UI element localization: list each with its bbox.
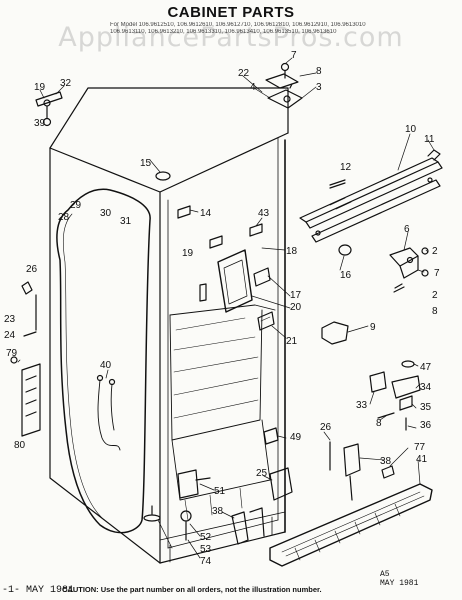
stamp-line-2: MAY 1981 xyxy=(380,579,419,588)
part-label-31: 31 xyxy=(120,216,132,227)
part-label-19: 19 xyxy=(34,82,46,93)
part-label-23: 23 xyxy=(4,314,16,325)
part-label-29: 29 xyxy=(70,200,82,211)
part-label-4: 4 xyxy=(250,82,256,93)
part-label-80: 80 xyxy=(14,440,26,451)
part-label-25: 25 xyxy=(256,468,268,479)
part-label-15: 15 xyxy=(140,158,152,169)
model-line-2: 106.9613110, 106.9613210, 106.9613310, 1… xyxy=(110,29,337,35)
part-label-6: 6 xyxy=(404,224,410,235)
watermark: AppliancePartsPros.com xyxy=(58,22,404,53)
part-label-51: 51 xyxy=(214,486,226,497)
part-label-74: 74 xyxy=(200,556,212,567)
leader-lines xyxy=(17,57,435,559)
stamp-line-1: A5 xyxy=(380,570,390,579)
cover-25 xyxy=(269,467,293,501)
wire-harness-40 xyxy=(97,379,121,451)
part-label-3: 3 xyxy=(316,82,322,93)
part-label-10: 10 xyxy=(405,124,417,135)
part-label-21: 21 xyxy=(286,336,298,347)
part-label-14: 14 xyxy=(200,208,212,219)
part-label-8: 8 xyxy=(376,418,382,429)
part-label-28: 28 xyxy=(58,212,70,223)
part-label-30: 30 xyxy=(100,208,112,219)
part-label-34: 34 xyxy=(420,382,432,393)
part-label-52: 52 xyxy=(200,532,212,543)
leveler-parts xyxy=(143,469,265,545)
part-label-8: 8 xyxy=(432,306,438,317)
model-line-1: For Model 106.9612510, 106.9612610, 106.… xyxy=(110,22,366,28)
part-label-49: 49 xyxy=(290,432,302,443)
part-label-38: 38 xyxy=(380,456,392,467)
part-label-19: 19 xyxy=(182,248,194,259)
footer-date: -1- MAY 1981 xyxy=(2,585,75,596)
part-label-43: 43 xyxy=(258,208,270,219)
knob-16 xyxy=(338,244,352,256)
part-label-53: 53 xyxy=(200,544,212,555)
part-label-26: 26 xyxy=(26,264,38,275)
part-label-17: 17 xyxy=(290,290,302,301)
part-label-8: 8 xyxy=(316,66,322,77)
part-label-11: 11 xyxy=(424,134,435,145)
part-label-18: 18 xyxy=(286,246,298,257)
screw-12 xyxy=(329,179,346,189)
gasket-loop xyxy=(56,188,151,534)
part-label-20: 20 xyxy=(290,302,302,313)
part-label-9: 9 xyxy=(370,322,376,333)
left-side-parts xyxy=(10,281,41,437)
model-numbers: For Model 106.9612510, 106.9612610, 106.… xyxy=(110,22,410,36)
part-label-77: 77 xyxy=(414,442,426,453)
bracket-9 xyxy=(321,321,349,345)
part-label-79: 79 xyxy=(6,348,18,359)
footer-caution-note: CAUTION: Use the part number on all orde… xyxy=(62,585,322,594)
page-title: CABINET PARTS xyxy=(167,4,295,21)
part-label-7: 7 xyxy=(291,50,297,61)
inner-clips xyxy=(177,205,263,302)
bottom-clips xyxy=(263,427,361,501)
part-label-35: 35 xyxy=(420,402,432,413)
top-hinge-parts xyxy=(265,62,303,109)
part-label-7: 7 xyxy=(434,268,440,279)
part-label-22: 22 xyxy=(238,68,250,79)
part-label-47: 47 xyxy=(420,362,432,373)
part-label-33: 33 xyxy=(356,400,368,411)
hinge-bracket xyxy=(35,91,63,127)
part-label-32: 32 xyxy=(60,78,72,89)
plug-15 xyxy=(155,171,171,181)
door-rail xyxy=(299,149,443,243)
right-hinge xyxy=(389,247,429,293)
part-label-26: 26 xyxy=(320,422,332,433)
part-label-40: 40 xyxy=(100,360,112,371)
part-label-39: 39 xyxy=(34,118,46,129)
part-label-2: 2 xyxy=(432,246,438,257)
part-label-41: 41 xyxy=(416,454,428,465)
part-label-2: 2 xyxy=(432,290,438,301)
revision-stamp: A5 MAY 1981 xyxy=(380,570,418,588)
part-label-24: 24 xyxy=(4,330,16,341)
part-label-38: 38 xyxy=(212,506,224,517)
part-label-36: 36 xyxy=(420,420,432,431)
part-label-16: 16 xyxy=(340,270,352,281)
cabinet-shell xyxy=(49,87,289,564)
part-label-12: 12 xyxy=(340,162,352,173)
control-panel xyxy=(217,249,275,331)
